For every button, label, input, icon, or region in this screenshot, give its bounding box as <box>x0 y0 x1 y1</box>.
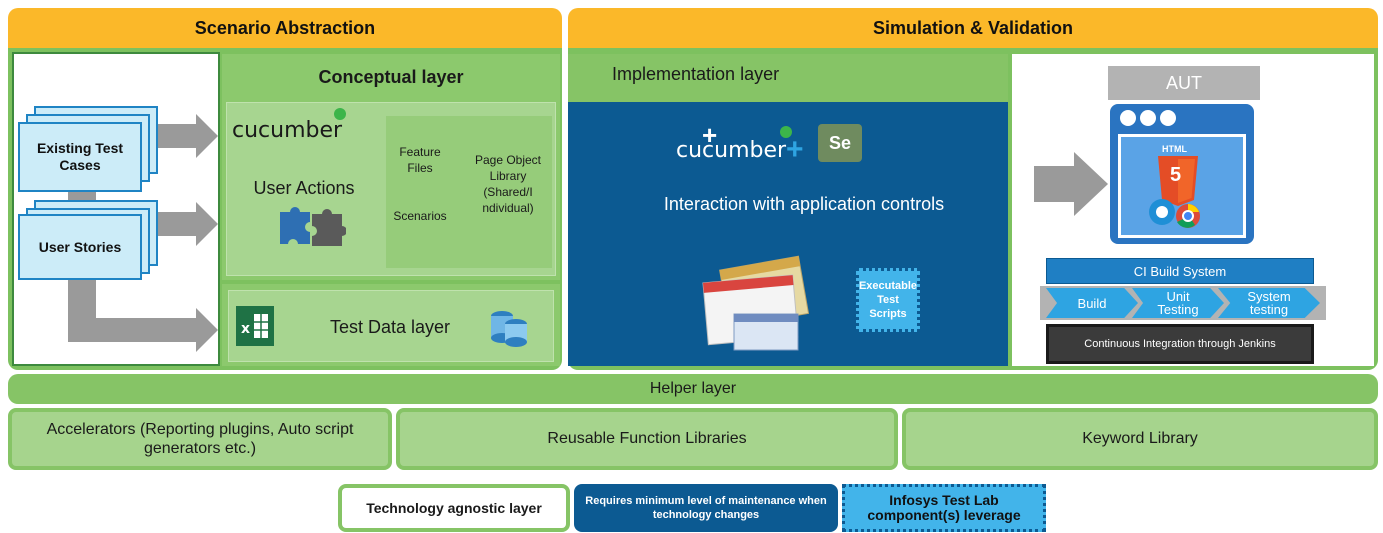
database-icon <box>491 311 527 347</box>
html5-browsers-icon <box>1149 156 1200 228</box>
user-stories-label: User Stories <box>38 238 122 255</box>
legend-technology-agnostic: Technology agnostic layer <box>338 484 570 532</box>
implementation-description: Interaction with application controls <box>663 194 945 214</box>
arrow-existing-body <box>158 124 198 148</box>
arrow-stories-head <box>196 202 218 246</box>
window-dot-1 <box>1120 110 1136 126</box>
arrow-testdata-body <box>68 318 198 342</box>
puzzle-icon <box>280 207 346 246</box>
plus-icon-1: + <box>702 120 718 150</box>
scenarios-label: Scenarios <box>393 209 447 223</box>
keyword-library-box: Keyword Library <box>902 408 1378 470</box>
step-build: Build <box>1046 288 1138 318</box>
executable-test-scripts-badge: Executable Test Scripts <box>856 268 920 332</box>
user-actions-label: User Actions <box>253 177 355 198</box>
step-build-label: Build <box>1077 295 1107 311</box>
cucumber-text-impl: cucumber <box>676 138 787 163</box>
arrow-testdata-head <box>196 308 218 352</box>
feature-page-box <box>386 116 552 268</box>
arrow-aut-body <box>1034 166 1076 202</box>
html-label: HTML <box>1162 144 1187 154</box>
step-unit-testing-label: Unit Testing <box>1157 289 1199 317</box>
window-dot-3 <box>1160 110 1176 126</box>
excel-icon: x <box>236 306 274 346</box>
reusable-function-libraries-box: Reusable Function Libraries <box>396 408 898 470</box>
ci-build-system: CI Build System <box>1046 258 1314 284</box>
existing-test-cases-label: Existing Test Cases <box>36 140 124 173</box>
plus-icon-2: + <box>786 133 804 166</box>
feature-files-label: Feature Files <box>399 145 441 175</box>
header-simulation-validation: Simulation & Validation <box>568 8 1378 48</box>
implementation-layer-title: Implementation layer <box>612 64 780 84</box>
arrow-aut-head <box>1074 152 1108 216</box>
arrow-existing-head <box>196 114 218 158</box>
cucumber-leaf-icon <box>334 108 346 120</box>
step-unit-testing: Unit Testing <box>1132 288 1224 318</box>
window-dot-2 <box>1140 110 1156 126</box>
application-windows-icon <box>702 255 810 351</box>
cucumber-logo-impl: cucumber <box>676 138 786 163</box>
legend-minimum-maintenance: Requires minimum level of maintenance wh… <box>574 484 838 532</box>
implementation-layer-header <box>568 54 1008 102</box>
arrow-stories-body <box>158 212 198 236</box>
svg-text:x: x <box>241 321 250 337</box>
existing-test-cases-doc: Existing Test Cases <box>18 122 142 192</box>
page-object-library-label: Page Object Library (Shared/I ndividual) <box>474 153 542 215</box>
html5-version: 5 <box>1170 164 1182 186</box>
ci-jenkins: Continuous Integration through Jenkins <box>1046 324 1314 364</box>
test-data-label: Test Data layer <box>329 316 451 337</box>
user-stories-doc: User Stories <box>18 214 142 280</box>
selenium-text: Se <box>828 132 852 153</box>
selenium-logo: Se <box>818 124 862 162</box>
header-scenario-abstraction: Scenario Abstraction <box>8 8 562 48</box>
cucumber-leaf-icon-impl <box>780 126 792 138</box>
conceptual-layer-title: Conceptual layer <box>318 66 464 87</box>
legend-infosys-test-lab: Infosys Test Lab component(s) leverage <box>842 484 1046 532</box>
helper-layer: Helper layer <box>8 374 1378 404</box>
aut-title: AUT <box>1108 66 1260 100</box>
accelerators-box: Accelerators (Reporting plugins, Auto sc… <box>8 408 392 470</box>
cucumber-text: cucumber <box>232 118 343 143</box>
step-system-testing-label: System testing <box>1247 289 1291 317</box>
cucumber-logo: cucumber <box>232 118 342 143</box>
step-system-testing: System testing <box>1218 288 1320 318</box>
